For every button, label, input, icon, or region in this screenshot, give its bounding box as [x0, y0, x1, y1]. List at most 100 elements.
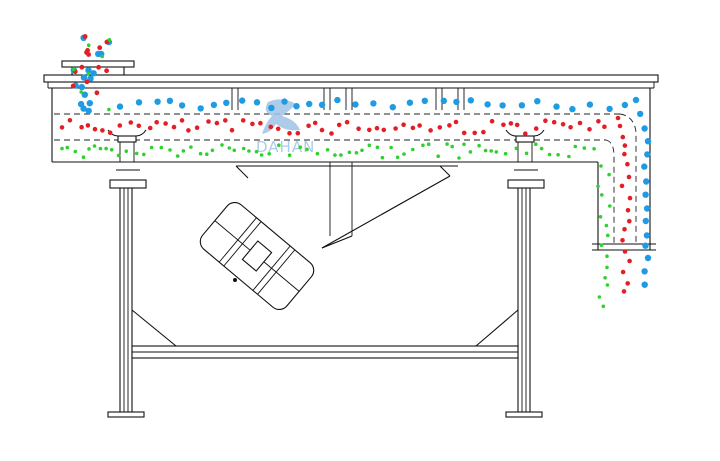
upper-screen-deck [54, 113, 637, 246]
medium-particle [79, 124, 84, 130]
coarse-particle [643, 232, 651, 239]
medium-particle [560, 122, 566, 127]
medium-particle [622, 249, 628, 254]
medium-particle [268, 124, 274, 130]
medium-particle [620, 238, 625, 243]
fine-particle [109, 148, 114, 152]
coarse-particle [81, 91, 89, 98]
coarse-particle [467, 97, 474, 104]
medium-particle [428, 128, 433, 133]
fine-particle [210, 148, 215, 153]
fine-particle [159, 145, 164, 150]
coarse-particle [453, 98, 460, 106]
coarse-particle [641, 125, 648, 132]
medium-particle [100, 128, 105, 133]
medium-particle [620, 269, 626, 275]
medium-particle [82, 34, 88, 39]
medium-particle [602, 124, 607, 130]
coarse-particle [637, 110, 644, 118]
medium-particle [437, 125, 443, 130]
fine-particle [477, 143, 481, 148]
medium-particle [128, 120, 134, 125]
medium-particle [223, 118, 228, 123]
medium-particle [295, 130, 301, 136]
medium-particle [401, 122, 406, 127]
fine-particle [402, 152, 406, 156]
medium-particle [117, 123, 123, 128]
coarse-particle [210, 101, 218, 109]
medium-particle [179, 118, 185, 123]
medium-particle [147, 125, 153, 131]
medium-particle [59, 125, 65, 130]
coarse-particle [85, 67, 92, 74]
fine-particle [298, 145, 303, 149]
screen-box [51, 88, 656, 251]
coarse-particle [406, 99, 414, 106]
fine-particle [607, 172, 611, 177]
medium-particle [206, 119, 211, 124]
medium-particle [514, 122, 520, 128]
medium-particle [92, 126, 98, 132]
medium-particle [587, 127, 592, 132]
coarse-particle [166, 97, 174, 105]
fine-particle [347, 150, 352, 155]
medium-particle [67, 118, 73, 123]
coarse-particle [643, 205, 651, 212]
coarse-particle [644, 254, 652, 262]
fine-particle [315, 151, 320, 156]
coarse-particle [553, 103, 560, 110]
medium-particle [163, 121, 168, 126]
fine-particle [134, 151, 139, 156]
coarse-particle [253, 99, 261, 106]
fine-particle [81, 155, 86, 159]
coarse-particle [644, 138, 652, 145]
base-frame [107, 169, 545, 418]
coarse-particle [281, 98, 288, 105]
fine-particle [100, 54, 104, 59]
coarse-particle [268, 104, 275, 112]
medium-particle [393, 126, 398, 131]
fine-particle [601, 304, 606, 309]
fine-particles [60, 38, 612, 309]
fine-particle [104, 146, 108, 151]
coarse-particle [223, 99, 230, 107]
medium-particle [229, 127, 235, 133]
fine-particle [181, 149, 186, 153]
fine-particle [547, 152, 552, 157]
coarse-particle [641, 163, 648, 170]
coarse-particle [197, 105, 204, 112]
fine-particle [468, 150, 473, 154]
medium-particle [622, 151, 627, 157]
fine-particle [367, 143, 372, 148]
medium-particle [551, 119, 557, 125]
fine-particle [556, 153, 560, 157]
fine-particle [149, 145, 154, 150]
fine-particle [592, 147, 596, 151]
coarse-particle [352, 101, 359, 108]
fine-particle [426, 142, 431, 146]
fine-particle [604, 223, 609, 228]
fine-particle [232, 148, 237, 153]
coarse-particle [80, 74, 88, 81]
medium-particle [329, 131, 334, 136]
coarse-particle [389, 104, 396, 111]
fine-particle [380, 155, 385, 160]
medium-particle [533, 126, 539, 131]
coarse-particle [421, 97, 428, 105]
fine-particle [514, 146, 519, 151]
fine-particle [259, 153, 264, 157]
medium-particle [619, 183, 625, 189]
medium-particle [615, 115, 621, 121]
fine-particle [603, 276, 607, 280]
fine-particle [267, 152, 272, 156]
coarse-particle [534, 98, 541, 105]
fine-particle [375, 145, 380, 150]
fine-particle [107, 107, 111, 112]
fine-particle [287, 153, 292, 157]
fine-particle [483, 148, 488, 153]
fine-particle [534, 142, 538, 146]
fine-particle [605, 254, 609, 258]
fine-particle [599, 164, 603, 168]
coarse-particle [621, 101, 629, 109]
fine-particle [503, 151, 508, 156]
